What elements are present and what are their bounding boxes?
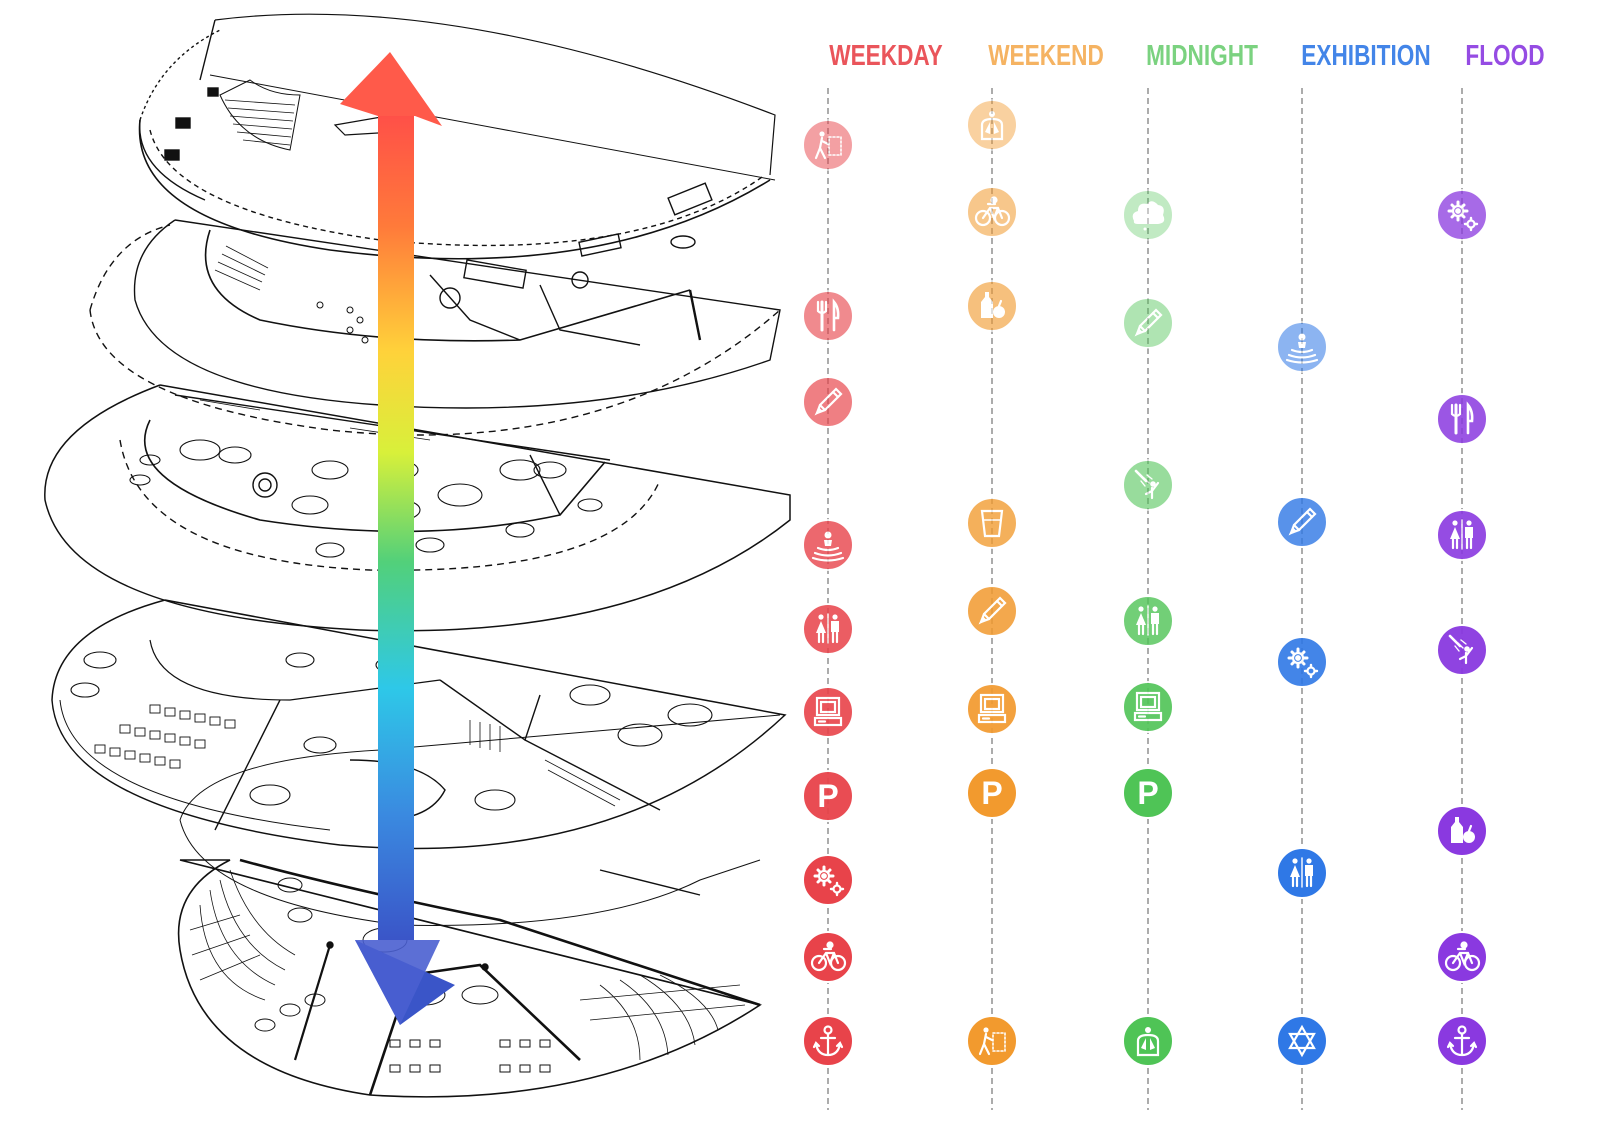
computer-icon [1122,681,1174,733]
floor-level-1 [177,819,762,1098]
reading-person-icon [966,1015,1018,1067]
floor-level-2 [51,599,787,850]
bicycle-icon [1436,931,1488,983]
cup-icon [966,497,1018,549]
column-title-flood: FLOOD [1465,40,1545,72]
parking-icon: P [1122,767,1174,819]
shower-person-icon [1436,624,1488,676]
pencil-icon [966,585,1018,637]
restroom-icon [1276,847,1328,899]
lungs-person-icon [1122,1015,1174,1067]
svg-text:P: P [981,775,1002,811]
food-bottle-apple-icon [1436,805,1488,857]
food-bottle-apple-icon [966,280,1018,332]
parking-icon: P [966,767,1018,819]
info-desk-icon [1276,321,1328,373]
restroom-icon [1122,595,1174,647]
gears-icon [1276,636,1328,688]
svg-text:P: P [817,778,838,814]
restroom-icon [1436,509,1488,561]
exploded-floor-plans [44,13,791,1098]
circulation-arrow [340,52,455,1025]
lungs-person-icon [966,99,1018,151]
bicycle-icon [966,186,1018,238]
cloud-icon [1122,189,1174,241]
column-title-weekday: WEEKDAY [829,40,943,72]
computer-icon [966,683,1018,735]
svg-text:P: P [1137,775,1158,811]
fork-knife-icon [1436,393,1488,445]
gears-icon [1436,189,1488,241]
hexagram-icon [1276,1015,1328,1067]
pencil-icon [1276,496,1328,548]
floor-level-3 [44,384,791,632]
pencil-icon [1122,297,1174,349]
column-title-weekend: WEEKEND [988,40,1104,72]
column-title-midnight: MIDNIGHT [1146,40,1258,72]
floor-level-4 [89,219,781,436]
floor-level-5 [138,13,776,260]
column-title-exhibition: EXHIBITION [1301,40,1431,72]
shower-person-icon [1122,459,1174,511]
anchor-icon [1436,1015,1488,1067]
